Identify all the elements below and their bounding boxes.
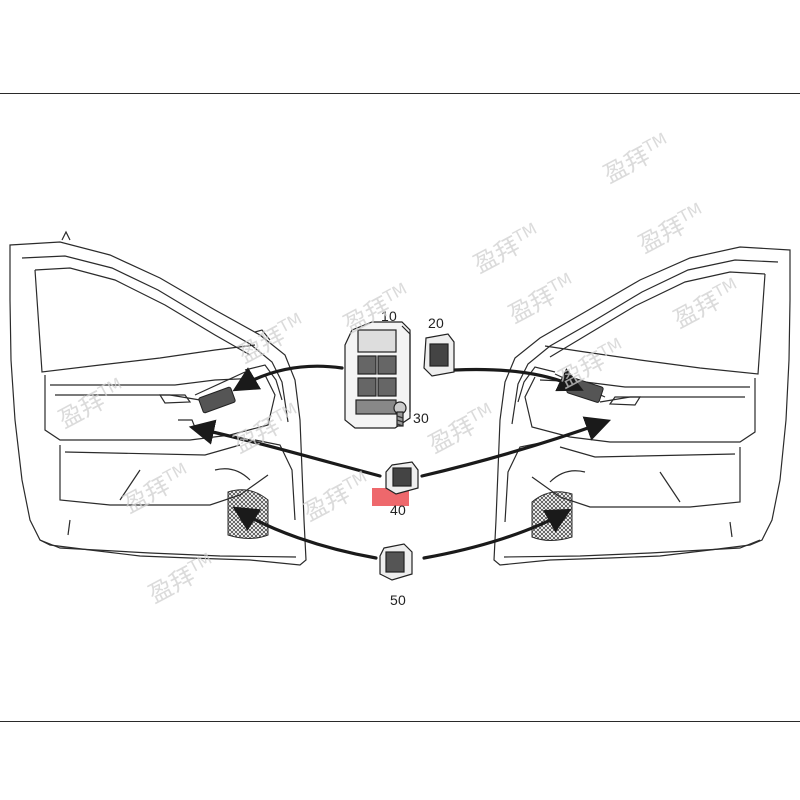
callout-20: 20 xyxy=(428,315,444,331)
part-40-switch xyxy=(385,461,419,495)
arrow-50-to-left-grille xyxy=(232,506,378,560)
top-rule xyxy=(0,93,800,94)
arrow-40-to-right-door xyxy=(420,416,612,478)
arrow-40-to-left-door xyxy=(188,419,382,478)
bottom-rule xyxy=(0,721,800,722)
right-speaker-grille xyxy=(531,491,573,541)
part-50-switch xyxy=(379,543,413,581)
part-10-window-switch xyxy=(344,321,411,429)
callout-10: 10 xyxy=(381,308,397,324)
arrow-10-to-left-door xyxy=(232,364,344,392)
arrow-20-to-right-door xyxy=(453,367,584,392)
part-20-switch xyxy=(423,333,455,377)
callout-30: 30 xyxy=(413,410,429,426)
left-door-switch xyxy=(198,386,236,414)
callout-40: 40 xyxy=(390,502,406,518)
arrow-50-to-right-grille xyxy=(422,508,572,560)
leader-lines xyxy=(188,364,612,560)
callout-50: 50 xyxy=(390,592,406,608)
part-30-screw xyxy=(393,401,407,427)
